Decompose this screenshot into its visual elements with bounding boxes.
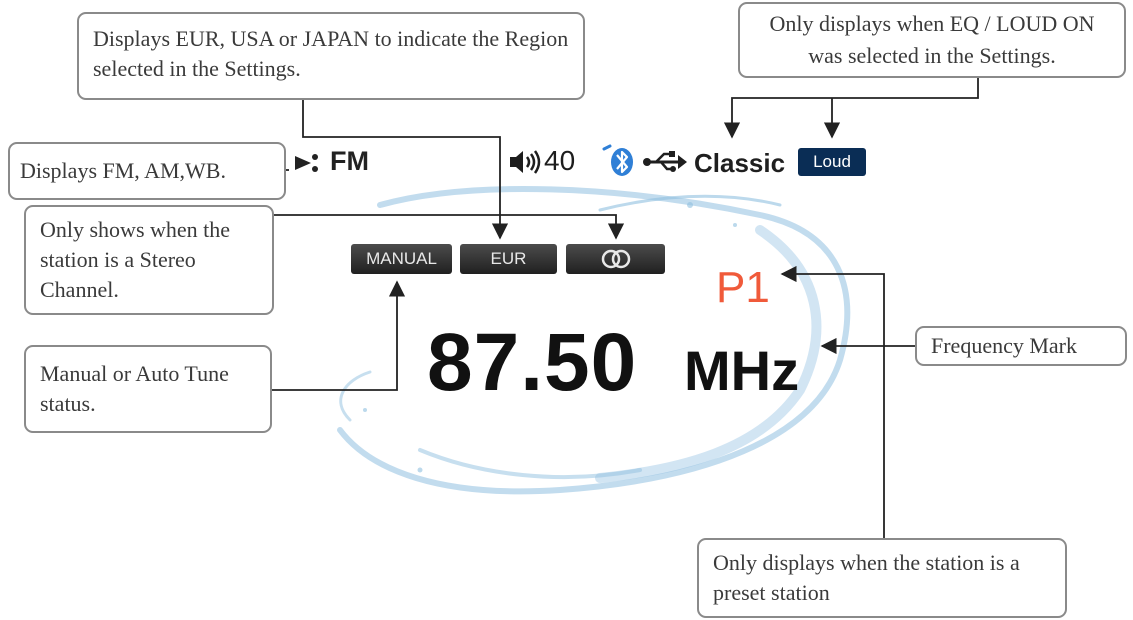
preset-leader bbox=[780, 265, 885, 538]
speaker-icon bbox=[510, 150, 541, 174]
frequency-unit: MHz bbox=[684, 339, 800, 402]
eq-mode: Classic bbox=[694, 148, 786, 178]
eq-leader-left bbox=[723, 78, 979, 139]
stereo-icon bbox=[601, 249, 630, 269]
usb-icon bbox=[643, 151, 687, 172]
tune-mode-badge: MANUAL bbox=[351, 244, 452, 274]
connector-lines bbox=[272, 78, 979, 538]
bluetooth-icon bbox=[602, 144, 633, 176]
preset-indicator: P1 bbox=[716, 263, 770, 312]
volume-level: 40 bbox=[544, 145, 576, 176]
band-indicator: FM bbox=[330, 146, 369, 176]
frequency-value: 87.50 bbox=[427, 317, 638, 408]
loud-badge: Loud bbox=[798, 148, 866, 176]
tune-callout: Manual or Auto Tune status. bbox=[24, 345, 272, 433]
eq-loud-callout: Only displays when EQ / LOUD ON was sele… bbox=[738, 2, 1126, 78]
band-callout: Displays FM, AM,WB. bbox=[8, 142, 286, 200]
region-callout: Displays EUR, USA or JAPAN to indicate t… bbox=[77, 12, 585, 100]
stereo-leader bbox=[274, 214, 625, 240]
preset-callout: Only displays when the station is a pres… bbox=[697, 538, 1067, 618]
antenna-icon bbox=[295, 154, 318, 172]
frequency-callout: Frequency Mark bbox=[915, 326, 1127, 366]
tune-leader bbox=[272, 280, 406, 391]
stereo-badge bbox=[566, 244, 665, 274]
stereo-callout: Only shows when the station is a Stereo … bbox=[24, 205, 274, 315]
region-leader bbox=[302, 100, 509, 240]
region-badge: EUR bbox=[460, 244, 557, 274]
